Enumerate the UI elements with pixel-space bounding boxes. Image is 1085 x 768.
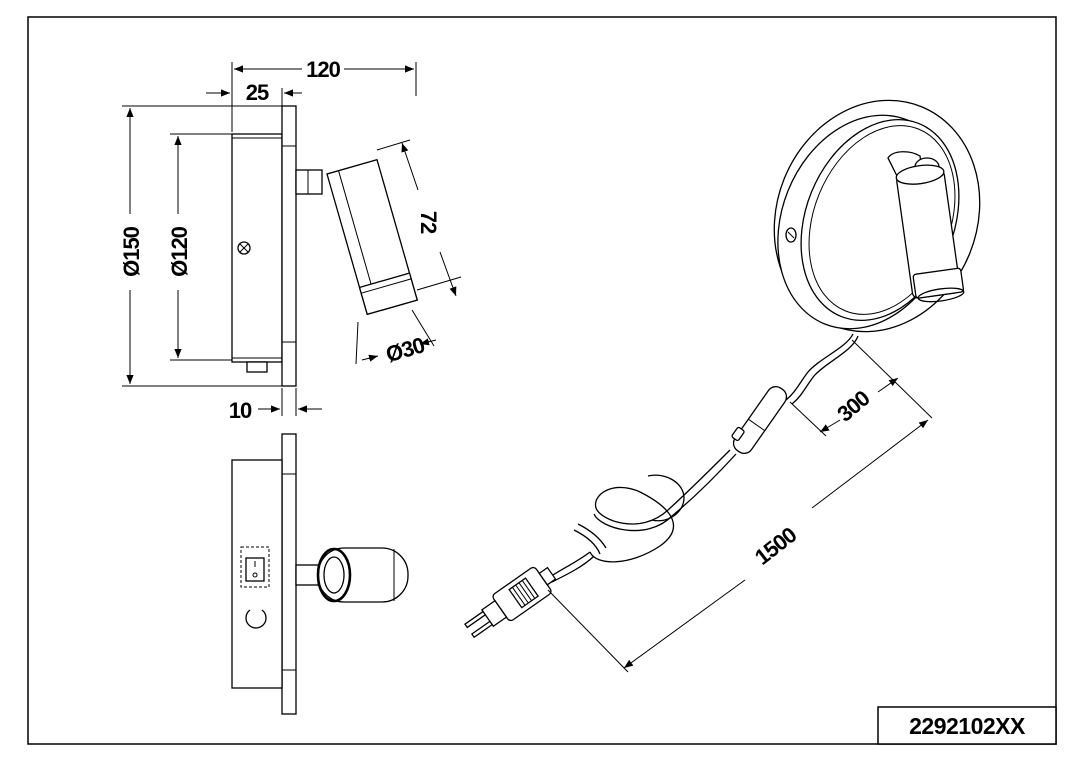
product-code-box	[877, 706, 1057, 745]
dimension-plate-diameter: Ø150	[119, 226, 144, 277]
drawing-frame	[27, 16, 1057, 745]
side-view-dimensions	[122, 62, 462, 416]
side-view	[231, 105, 419, 387]
dimension-base-diameter: Ø120	[167, 226, 192, 277]
power-button-icon	[245, 609, 267, 629]
perspective-view	[464, 99, 981, 639]
dimension-cable-length: 1500	[750, 522, 801, 570]
switch-icon	[240, 546, 270, 588]
dimension-base-depth: 25	[246, 80, 269, 105]
bottom-view	[231, 433, 409, 715]
perspective-dimensions	[547, 339, 933, 673]
plug-icon	[464, 566, 557, 639]
dimension-plate-thickness: 10	[229, 398, 252, 423]
dimension-head-length: 72	[416, 211, 441, 234]
dimension-total-depth: 120	[306, 57, 340, 82]
dimension-head-diameter: Ø30	[383, 332, 428, 367]
product-code: 2292102XX	[909, 713, 1026, 739]
